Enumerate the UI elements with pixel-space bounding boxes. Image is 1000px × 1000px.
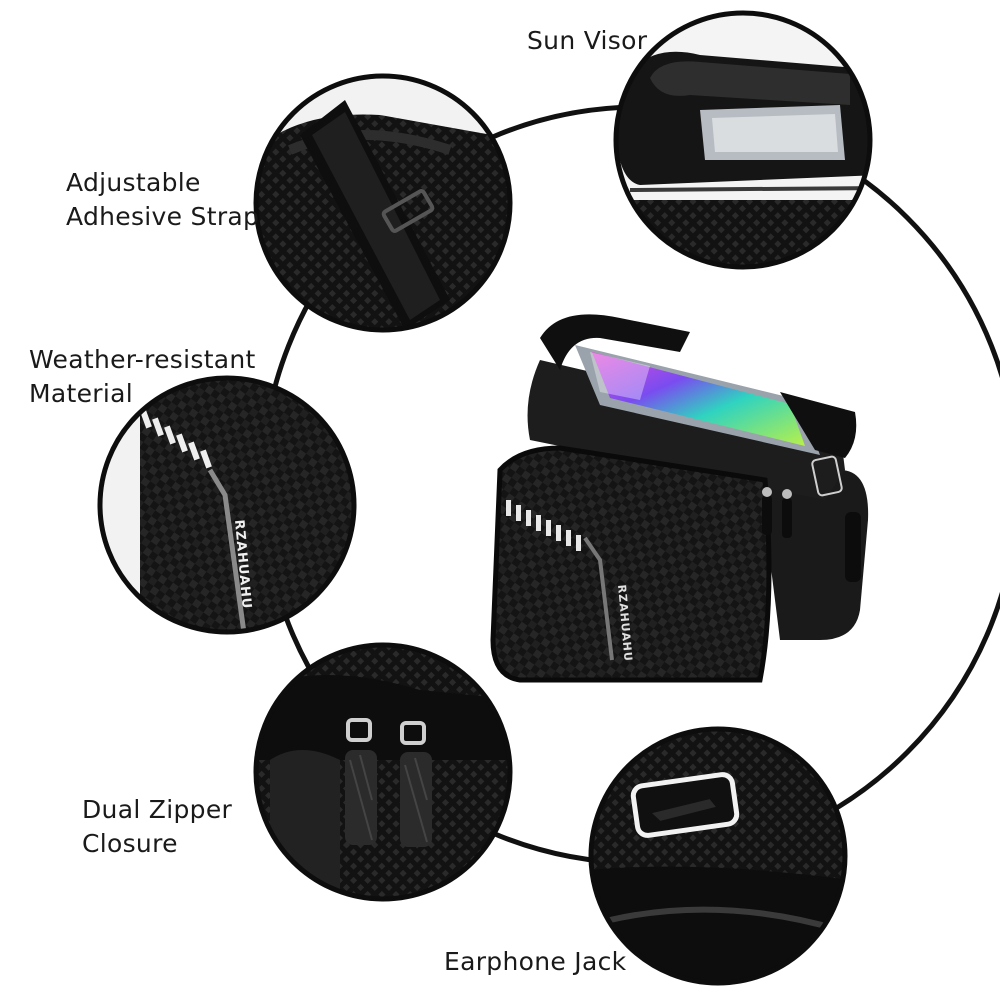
earphone-jack-text: Earphone Jack bbox=[444, 947, 627, 976]
earphone-jack-label: Earphone Jack bbox=[444, 945, 626, 979]
bike-bag-product: RZAHUAHU bbox=[490, 314, 869, 683]
dual-zipper-label: Dual Zipper Closure bbox=[82, 793, 232, 861]
weather-material-line-1: Weather-resistant bbox=[29, 345, 256, 374]
adhesive-strap-label: Adjustable Adhesive Strap bbox=[66, 166, 259, 234]
adhesive-strap-detail bbox=[253, 73, 513, 333]
sun-visor-text: Sun Visor bbox=[527, 26, 648, 55]
sun-visor-detail bbox=[613, 10, 873, 270]
weather-material-label: Weather-resistant Material bbox=[29, 343, 256, 411]
adhesive-strap-line-2: Adhesive Strap bbox=[66, 202, 260, 231]
sun-visor-label: Sun Visor bbox=[527, 24, 647, 58]
weather-material-detail: RZAHUAHU bbox=[97, 375, 357, 635]
dual-zipper-line-1: Dual Zipper bbox=[82, 795, 233, 824]
adhesive-strap-line-1: Adjustable bbox=[66, 168, 201, 197]
weather-material-line-2: Material bbox=[29, 379, 133, 408]
earphone-jack-detail bbox=[588, 726, 848, 986]
dual-zipper-detail bbox=[253, 642, 513, 902]
dual-zipper-line-2: Closure bbox=[82, 829, 178, 858]
